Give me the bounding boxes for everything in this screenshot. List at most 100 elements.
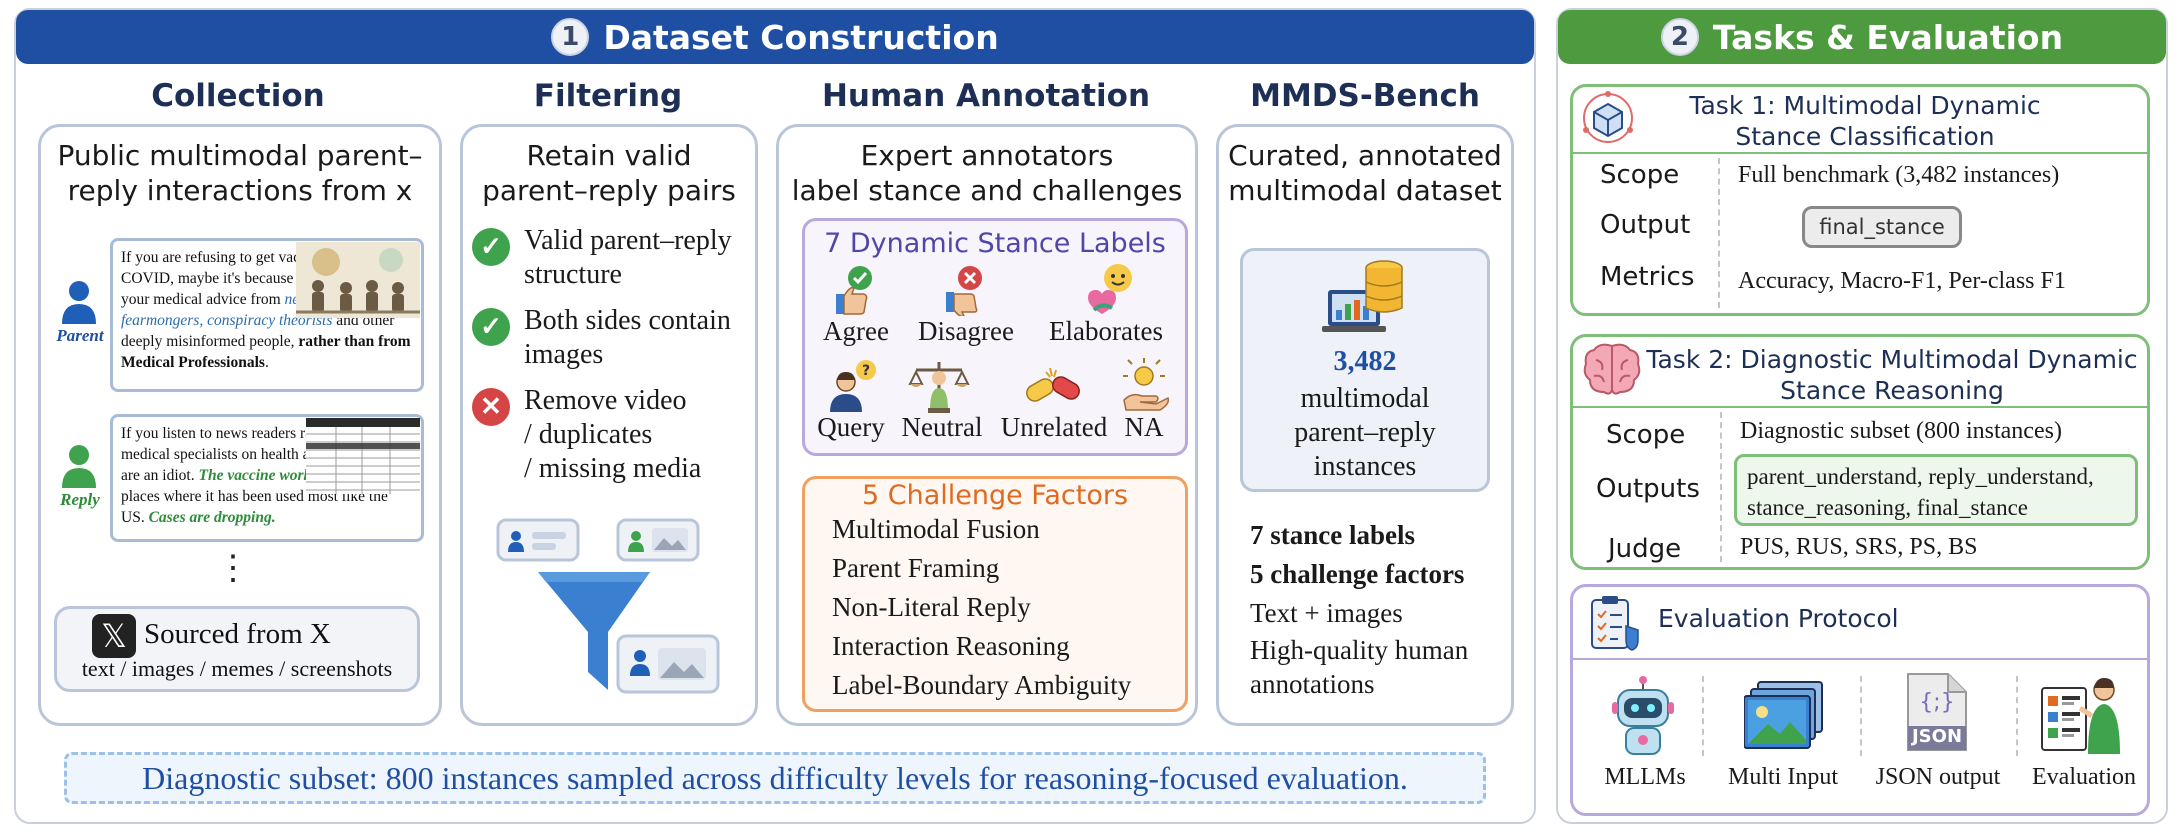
json-braces: {;} — [1919, 690, 1955, 715]
stance-label: Elaborates — [1049, 316, 1163, 346]
task1-output-value: final_stance — [1802, 206, 1962, 248]
source-subtitle: text / images / memes / screenshots — [81, 656, 393, 681]
sun-hand-icon — [1123, 358, 1170, 411]
stance-label: Query — [817, 412, 885, 442]
person-icon — [62, 445, 96, 488]
images-icon — [1744, 681, 1823, 749]
check-icon: ✓ — [472, 228, 510, 266]
reply-label: Reply — [60, 490, 100, 509]
source-title: Sourced from X — [144, 618, 331, 650]
stance-label: Unrelated — [1000, 412, 1108, 442]
tasks-evaluation-banner: 2 Tasks & Evaluation — [1558, 10, 2166, 64]
robot-icon — [1612, 676, 1674, 755]
parent-image-thumbnail — [296, 242, 420, 318]
challenge-factors-box — [802, 476, 1188, 712]
section-number-badge: 1 — [551, 18, 590, 56]
task1-output-label: Output — [1600, 210, 1691, 240]
dataset-construction-banner: 1 Dataset Construction — [16, 10, 1534, 64]
presenter-icon — [2041, 678, 2120, 754]
task1-divider — [1718, 158, 1720, 308]
x-logo-icon: 𝕏 — [92, 614, 136, 658]
challenge-factor: Parent Framing — [832, 553, 1000, 583]
stance-label: Disagree — [918, 316, 1014, 346]
stance-labels-title: 7 Dynamic Stance Labels — [824, 228, 1166, 259]
scales-person-icon — [908, 362, 970, 413]
challenge-list: Multimodal Fusion Parent Framing Non-Lit… — [832, 514, 1182, 704]
task1-scope-value: Full benchmark (3,482 instances) — [1738, 162, 2060, 188]
stance-label: Neutral — [901, 412, 983, 442]
challenge-factor: Label-Boundary Ambiguity — [832, 670, 1132, 700]
json-file-label: JSON — [1911, 726, 1963, 747]
protocol-divider — [2016, 676, 2018, 756]
task2-header-sep — [1572, 406, 2148, 408]
task1-title: Task 1: Multimodal Dynamic Stance Classi… — [1689, 91, 2041, 151]
protocol-divider — [1702, 676, 1704, 756]
section-title: Tasks & Evaluation — [1712, 17, 2064, 57]
elaborate-faces-icon — [1088, 264, 1132, 314]
json-file-icon — [1907, 673, 1967, 751]
protocol-item: Multi Input — [1727, 764, 1838, 790]
protocol-item: JSON output — [1875, 764, 2001, 790]
annotation-desc: Expert annotators label stance and chall… — [791, 139, 1183, 207]
bench-count-desc: multimodal parent–reply instances — [1294, 383, 1436, 482]
filter-rule: ✕ Remove video/ duplicates/ missing medi… — [472, 384, 701, 486]
funnel-icon — [496, 518, 720, 694]
reply-table-image — [306, 418, 420, 494]
stance-labels-box — [802, 218, 1188, 456]
protocol-item: Evaluation — [2032, 764, 2136, 790]
brain-icon — [1583, 343, 1641, 395]
broken-pill-icon — [1026, 367, 1080, 402]
task2-scope-value: Diagnostic subset (800 instances) — [1740, 418, 2062, 444]
task1-metrics-value: Accuracy, Macro-F1, Per-class F1 — [1738, 268, 2066, 294]
filtering-title: Filtering — [533, 78, 683, 114]
protocol-divider — [1860, 676, 1862, 756]
bench-count: 3,482 — [1333, 346, 1397, 377]
challenge-factor: Non-Literal Reply — [832, 592, 1031, 622]
database-icon — [1322, 260, 1403, 332]
collection-desc: Public multimodal parent– reply interact… — [57, 139, 423, 207]
task1-box — [1570, 84, 2150, 316]
check-icon: ✓ — [472, 308, 510, 346]
cube-icon — [1583, 91, 1633, 143]
bench-stats: 7 stance labels 5 challenge factors Text… — [1250, 520, 1469, 699]
thumbs-up-icon — [836, 266, 872, 315]
task1-scope-label: Scope — [1600, 160, 1680, 190]
cross-icon: ✕ — [472, 388, 510, 426]
svg-text:?: ? — [862, 363, 870, 379]
task2-judge-value: PUS, RUS, SRS, PS, BS — [1740, 534, 1978, 560]
task2-outputs-value: parent_understand, reply_understand, sta… — [1734, 454, 2138, 526]
protocol-header-sep — [1572, 658, 2148, 660]
question-person-icon: ? — [830, 360, 876, 412]
diagnostic-subset-note: Diagnostic subset: 800 instances sampled… — [64, 752, 1486, 804]
section-number-badge: 2 — [1660, 18, 1699, 56]
task2-outputs-label: Outputs — [1596, 474, 1700, 504]
challenge-factors-title: 5 Challenge Factors — [861, 480, 1129, 511]
parent-label: Parent — [56, 326, 104, 345]
bench-desc: Curated, annotated multimodal dataset — [1228, 139, 1502, 207]
person-icon — [62, 281, 96, 324]
task2-scope-label: Scope — [1606, 420, 1686, 450]
protocol-title: Evaluation Protocol — [1658, 604, 1899, 633]
clipboard-icon — [1591, 596, 1639, 651]
collection-title: Collection — [151, 78, 325, 114]
annotation-title: Human Annotation — [821, 78, 1151, 114]
bench-title: MMDS-Bench — [1250, 78, 1480, 114]
task2-judge-label: Judge — [1608, 534, 1682, 564]
task1-metrics-label: Metrics — [1600, 262, 1695, 292]
filtering-desc: Retain valid parent–reply pairs — [482, 139, 736, 207]
task2-divider — [1720, 412, 1722, 562]
thumbs-down-icon — [946, 266, 982, 316]
task2-title: Task 2: Diagnostic Multimodal Dynamic St… — [1646, 345, 2138, 405]
more-items-ellipsis: ⋮ — [216, 548, 250, 588]
stance-label: Agree — [823, 316, 889, 346]
section-title: Dataset Construction — [603, 17, 999, 57]
task1-header-sep — [1572, 152, 2148, 154]
stance-label: NA — [1124, 412, 1164, 442]
protocol-item: MLLMs — [1604, 764, 1686, 790]
task2-box — [1570, 334, 2150, 570]
challenge-factor: Interaction Reasoning — [832, 631, 1070, 661]
challenge-factor: Multimodal Fusion — [832, 514, 1040, 544]
bench-count-card — [1240, 248, 1490, 492]
